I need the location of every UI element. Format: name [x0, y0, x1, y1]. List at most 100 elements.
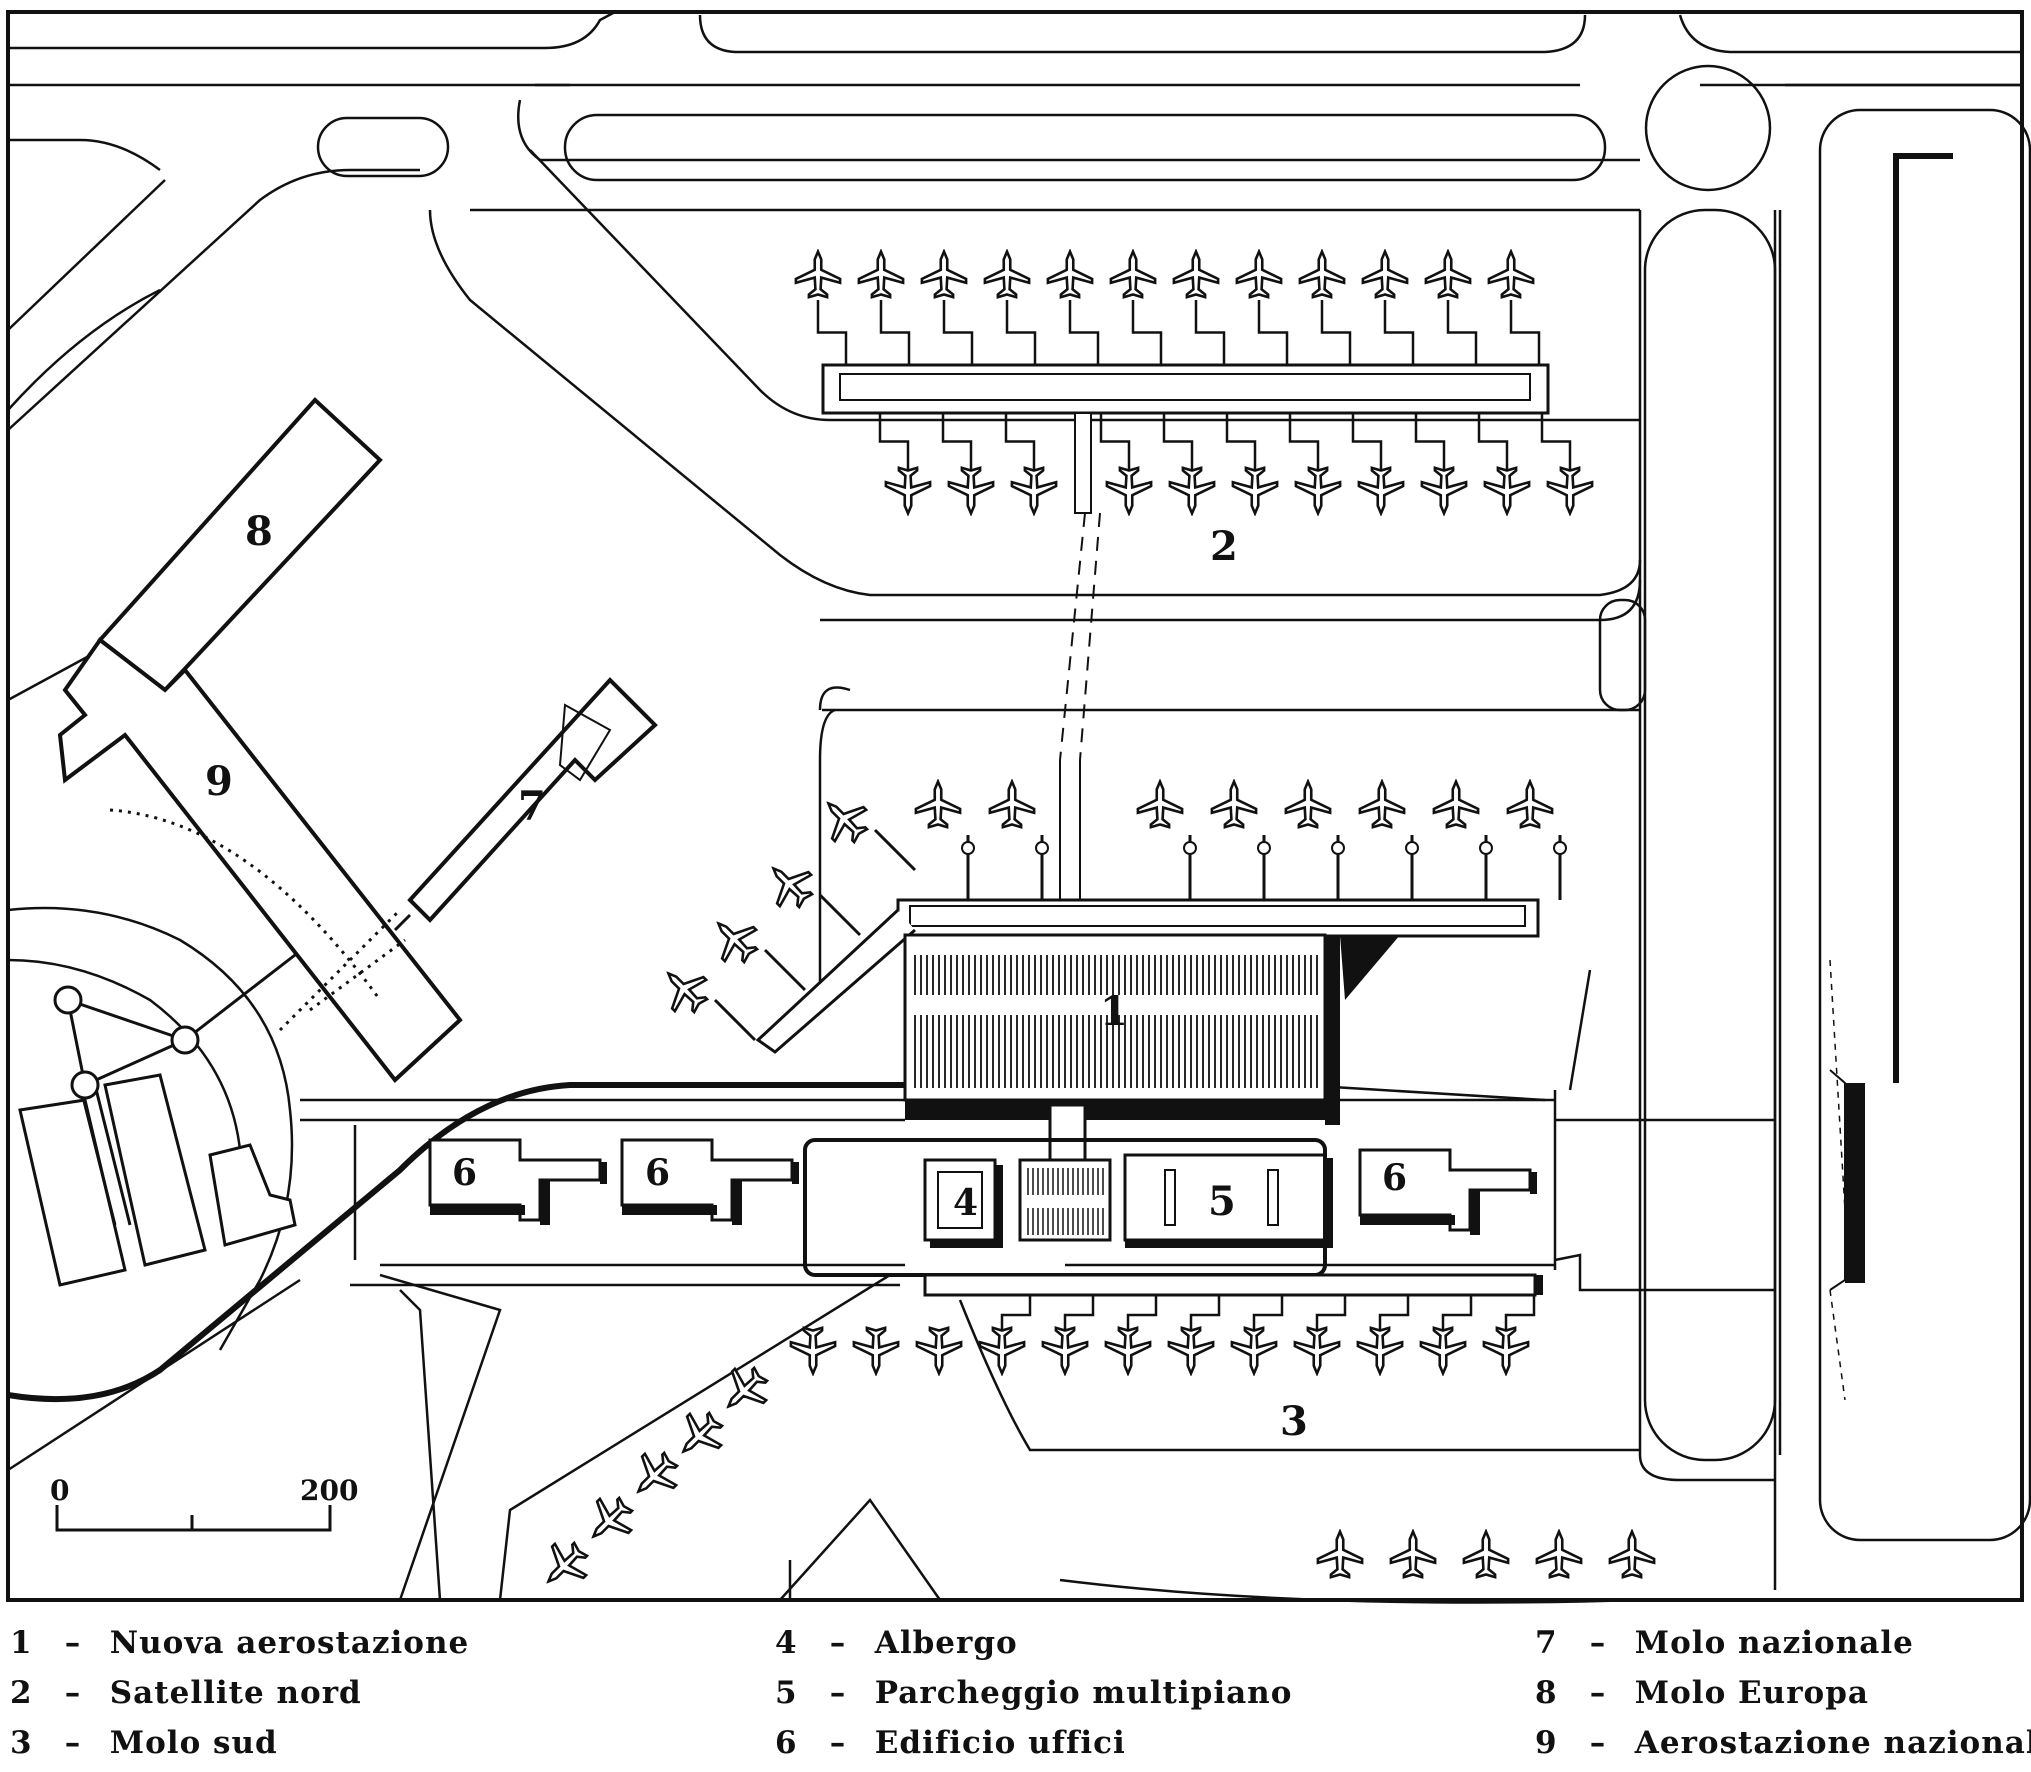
aircraft-icon: [576, 1487, 643, 1554]
aircraft-icon: [1168, 466, 1216, 515]
label-uffici-2: 6: [645, 1152, 670, 1194]
runway-building: [1829, 153, 1953, 1291]
aircraft-icon: [1010, 466, 1058, 515]
label-uffici-3: 6: [1382, 1157, 1407, 1199]
south-road-3: [399, 1289, 442, 1601]
aircraft-icon: [1462, 1530, 1510, 1579]
jet-bridge: [1315, 1295, 1347, 1335]
aircraft-icon: [1361, 250, 1409, 299]
aircraft-icon: [947, 466, 995, 515]
jet-bridge: [1378, 1295, 1410, 1335]
satellite-nord: [821, 363, 1550, 900]
jet-bridge: [1004, 413, 1036, 470]
west-road-1: [7, 179, 166, 331]
label-nuova-aerostazione: 1: [1100, 988, 1128, 1035]
aircraft-icon: [1316, 1530, 1364, 1579]
gate-node: [961, 841, 975, 855]
legend-item: 7– Molo nazionale: [1535, 1625, 1914, 1661]
label-aerostazione-nazionale: 9: [205, 758, 233, 805]
aircraft-icon: [1294, 466, 1342, 515]
apron-north-boundary-2: [529, 149, 1640, 422]
aircraft-icon: [1231, 466, 1279, 515]
aircraft-icon: [1104, 1326, 1152, 1375]
jet-bridge: [1252, 1295, 1284, 1335]
jet-bridge: [1504, 1295, 1536, 1335]
jet-bridge: [1414, 413, 1446, 470]
legend-item: 5– Parcheggio multipiano: [775, 1675, 1293, 1711]
jet-bridge: [1000, 1295, 1032, 1335]
office-building: [620, 1138, 799, 1225]
aircraft-icon: [1487, 250, 1535, 299]
top-road-3: [698, 14, 1587, 54]
aircraft-icon: [1424, 250, 1472, 299]
rail-line: [7, 1082, 905, 1403]
south-road-4: [498, 1273, 891, 1601]
south-road-10: [1059, 1578, 1641, 1604]
top-road-7: [516, 99, 1640, 162]
hotel-building: [923, 1158, 1003, 1248]
legend-item: 2– Satellite nord: [10, 1675, 362, 1711]
gate-node: [1331, 841, 1345, 855]
aircraft-icon: [1235, 250, 1283, 299]
ring-road-inner: [7, 958, 242, 1151]
airport-site-plan: 0 200 1 2 3 4 5 6 6 6 7 8 9: [6, 10, 2031, 1604]
jet-bridge: [1257, 300, 1289, 365]
runway-dash-line: [1829, 959, 1846, 1211]
aircraft-icon: [1172, 250, 1220, 299]
aircraft-icon: [1535, 1530, 1583, 1579]
runway-dash-line-2: [1829, 1289, 1846, 1401]
taxiway-oval-left: [316, 116, 450, 178]
aircraft-icon: [1546, 466, 1594, 515]
west-road-4: [7, 648, 101, 702]
people-mover: [53, 953, 296, 1100]
jet-bridge: [878, 413, 910, 470]
aircraft-icon: [1482, 1326, 1530, 1375]
lower-road-9: [1554, 1253, 1775, 1292]
aircraft-icon: [1136, 780, 1184, 829]
aircraft-icon: [1046, 250, 1094, 299]
jet-bridge: [942, 300, 974, 365]
jet-bridge: [1288, 413, 1320, 470]
taxiway-mid-2: [818, 686, 851, 711]
aircraft-icon: [1506, 780, 1554, 829]
aircraft-icon: [978, 1326, 1026, 1375]
aircraft-icon: [1041, 1326, 1089, 1375]
aircraft-icon: [884, 466, 932, 515]
jet-bridge: [1477, 413, 1509, 470]
jet-bridge: [1509, 300, 1541, 365]
aircraft-icon: [1432, 780, 1480, 829]
aircraft-icon: [1284, 780, 1332, 829]
aircraft-icon: [1109, 250, 1157, 299]
jet-bridge: [1446, 300, 1478, 365]
legend: 1– Nuova aerostazione 2– Satellite nord …: [0, 1615, 2031, 1772]
scale-end-label: 200: [300, 1474, 358, 1507]
gate-node: [1405, 841, 1419, 855]
jet-bridge: [1162, 413, 1194, 470]
lower-road-12: [1568, 969, 1592, 1091]
label-parcheggio: 5: [1208, 1178, 1236, 1225]
label-uffici-1: 6: [452, 1152, 477, 1194]
jet-bridge: [873, 828, 917, 872]
jet-bridge: [1099, 413, 1131, 470]
jet-bridge: [1194, 300, 1226, 365]
aircraft-icon: [756, 851, 823, 918]
aircraft-icon: [1105, 466, 1153, 515]
aircraft-icon: [1293, 1326, 1341, 1375]
jet-bridge: [1383, 300, 1415, 365]
gate-node: [1183, 841, 1197, 855]
taxiway-mid: [820, 579, 1642, 622]
aircraft-icon: [920, 250, 968, 299]
gate-node: [1479, 841, 1493, 855]
aircraft-icon: [651, 956, 718, 1023]
label-molo-nazionale: 7: [518, 783, 546, 830]
aircraft-icon: [988, 780, 1036, 829]
south-road-7: [779, 1497, 942, 1601]
molo-nazionale: [393, 677, 658, 932]
jet-bridge: [1126, 1295, 1158, 1335]
map-frame: [6, 10, 2024, 1602]
jet-bridge: [1540, 413, 1572, 470]
jet-bridge: [713, 998, 757, 1042]
aircraft-icon: [666, 1402, 733, 1469]
jet-bridge: [818, 893, 862, 937]
legend-item: 3– Molo sud: [10, 1725, 278, 1761]
